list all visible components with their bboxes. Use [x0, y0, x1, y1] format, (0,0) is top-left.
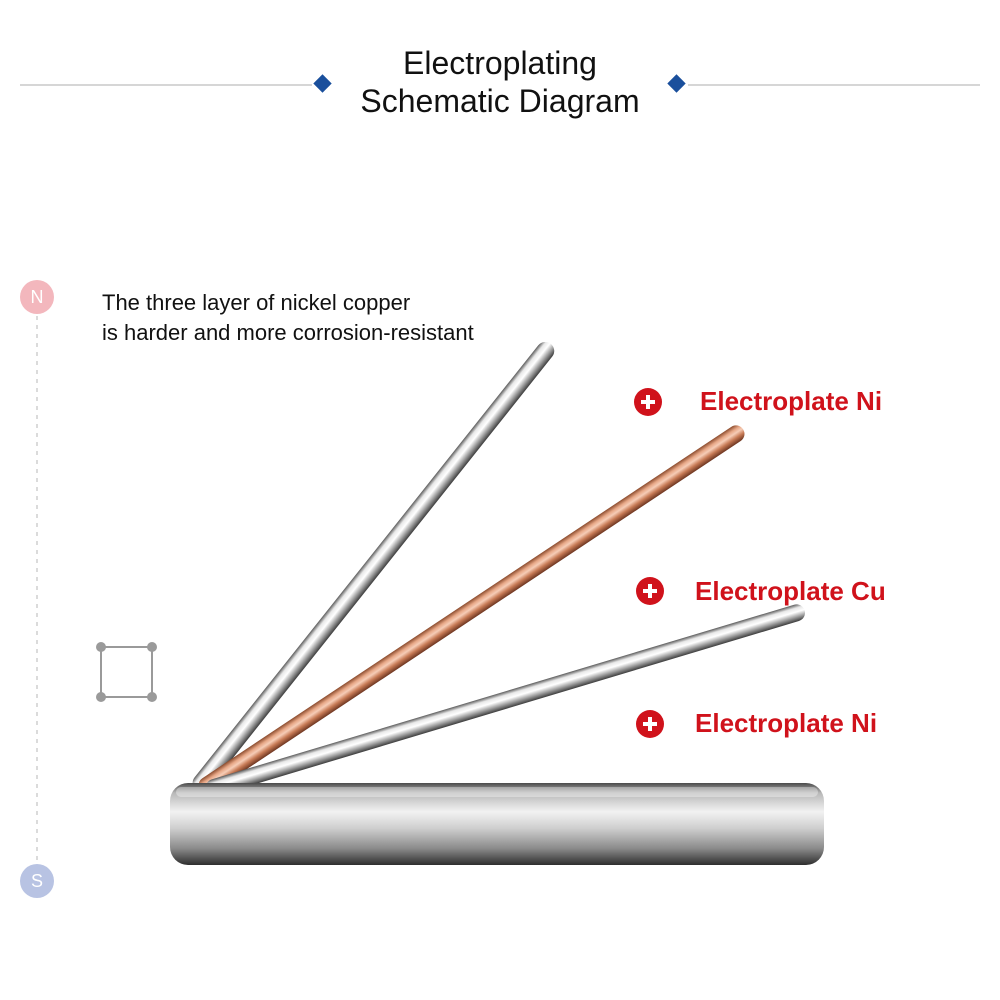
nickel-rod-top: [192, 341, 555, 792]
axis-top-marker: N: [20, 280, 54, 314]
description-line-2: is harder and more corrosion-resistant: [102, 320, 474, 345]
description: The three layer of nickel copper is hard…: [102, 288, 474, 348]
plus-circle-icon: [636, 710, 664, 738]
title-line-2: Schematic Diagram: [360, 83, 640, 119]
layer-label-top: Electroplate Ni: [700, 386, 883, 416]
selection-frame-icon: [96, 642, 157, 702]
plus-circle-icon: [636, 577, 664, 605]
layer-label-middle: Electroplate Cu: [695, 576, 886, 606]
layer-label-bottom: Electroplate Ni: [695, 708, 878, 738]
axis-bottom-label: S: [30, 870, 43, 891]
title-line-1: Electroplating: [403, 45, 597, 81]
nickel-rod-bottom: [205, 604, 805, 797]
base-bar: [170, 783, 824, 865]
axis-bottom-marker: S: [20, 864, 54, 898]
diamond-icon: [667, 74, 686, 93]
copper-rod: [198, 425, 745, 794]
diagram-title: Electroplating Schematic Diagram: [0, 44, 1000, 120]
plus-circle-icon: [634, 388, 662, 416]
description-line-1: The three layer of nickel copper: [102, 290, 411, 315]
axis-top-label: N: [30, 286, 44, 307]
diamond-icon: [313, 74, 332, 93]
